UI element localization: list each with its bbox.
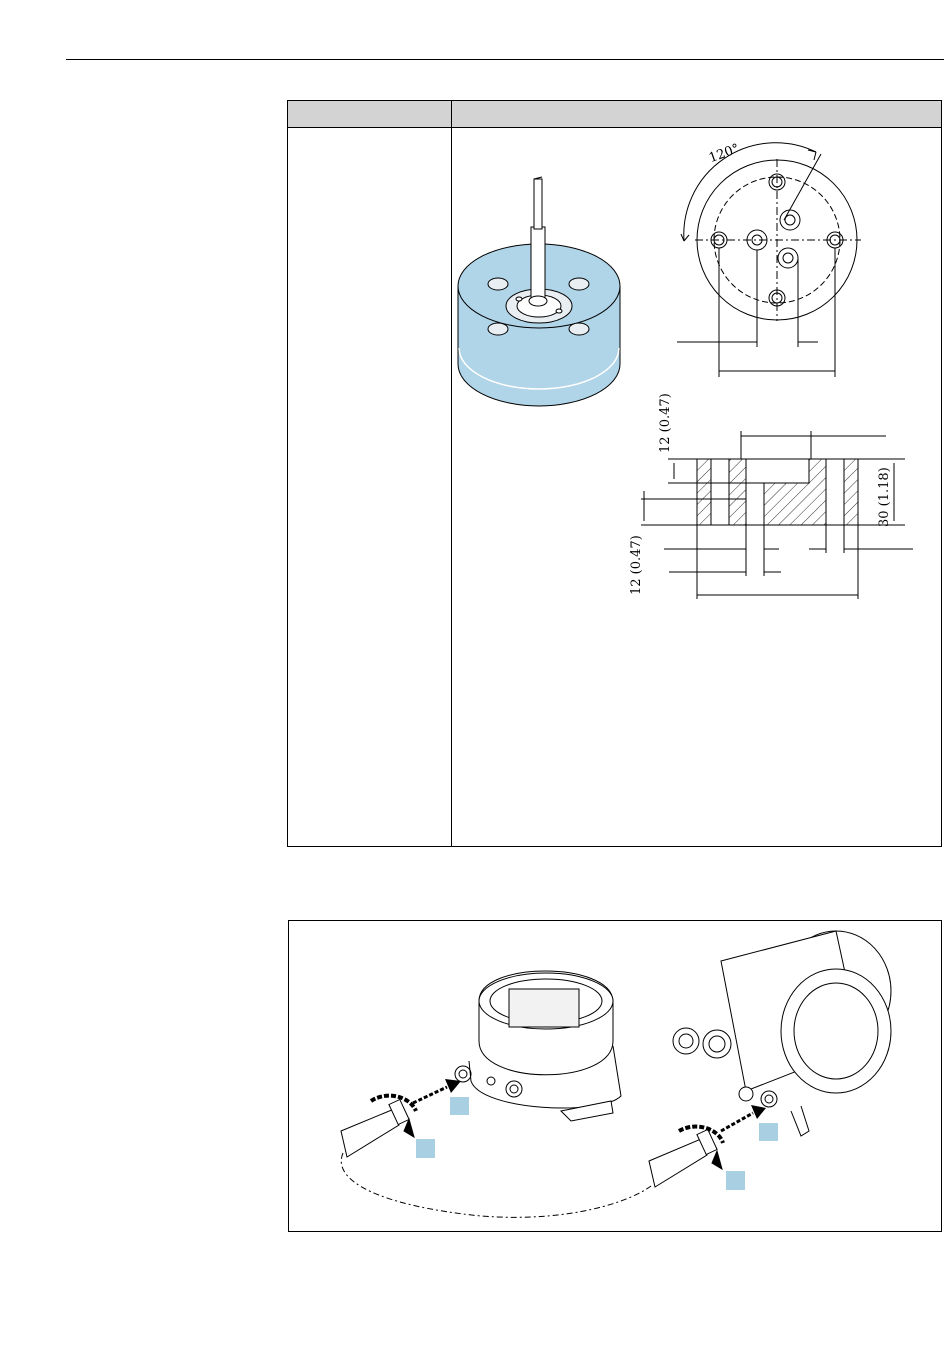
callout-box	[416, 1139, 435, 1158]
adapter-section-view	[641, 431, 913, 599]
angle-label: 120°	[707, 141, 742, 166]
spec-table: 120°	[287, 100, 942, 847]
mounting-adapter-drawing: 120°	[288, 101, 943, 848]
adapter-top-view	[677, 143, 861, 377]
thread-depth-label: 12 (0.47)	[629, 535, 644, 595]
callout-box	[759, 1123, 778, 1141]
compact-housing	[455, 971, 621, 1121]
dual-compartment-housing	[673, 931, 891, 1136]
installation-figure	[288, 920, 942, 1232]
counterbore-depth-label: 12 (0.47)	[658, 393, 673, 453]
callout-box	[726, 1171, 745, 1190]
height-label: 30 (1.18)	[877, 467, 892, 527]
cable-connection-illustration	[289, 921, 943, 1233]
header-rule	[66, 59, 944, 60]
callout-box	[450, 1097, 469, 1115]
adapter-3d-illustration	[458, 177, 620, 406]
